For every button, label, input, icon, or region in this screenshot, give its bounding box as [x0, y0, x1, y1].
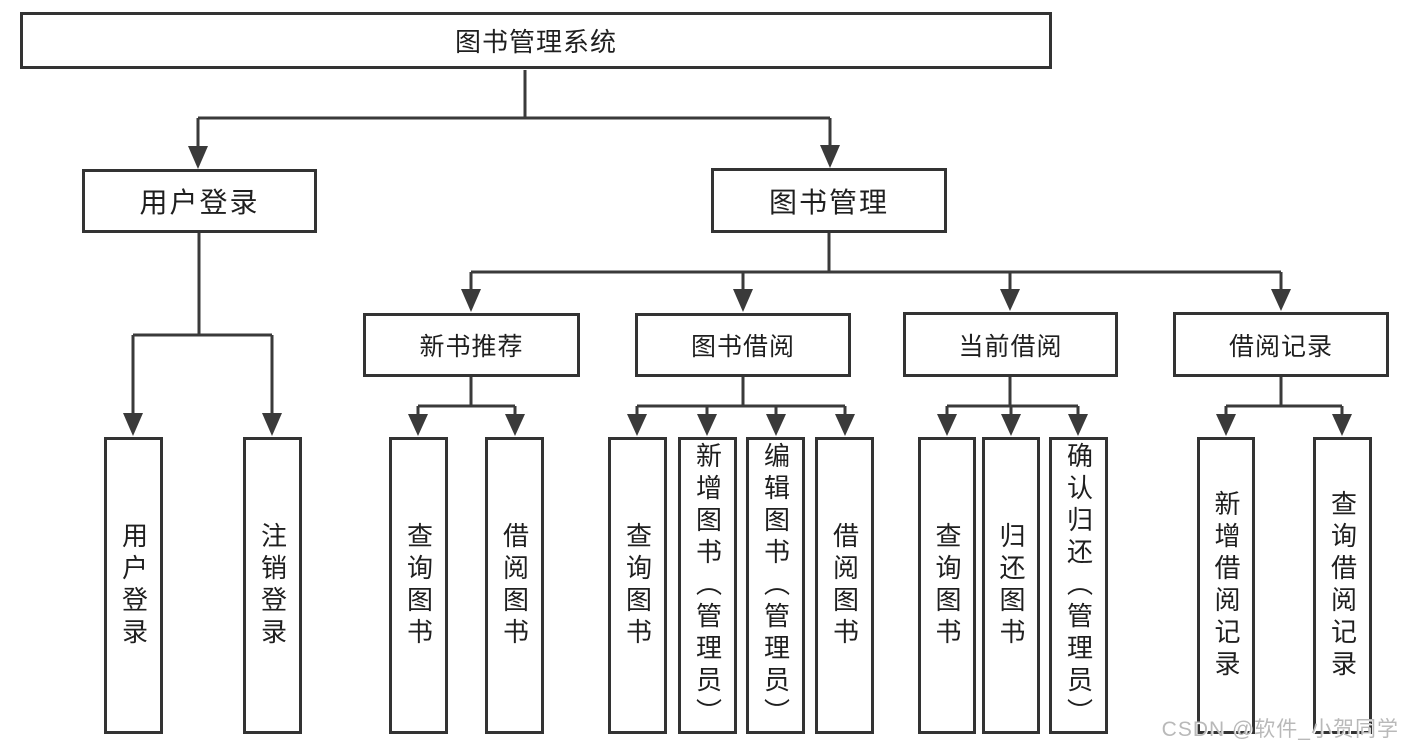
arrowhead — [1068, 414, 1088, 436]
leaf-label: 新增借阅记录 — [1211, 489, 1241, 682]
node-root: 图书管理系统 — [20, 12, 1052, 69]
leaf-borrow-books-2: 借阅图书 — [815, 437, 874, 734]
arrowhead — [1271, 289, 1291, 311]
arrowhead — [1332, 414, 1352, 436]
arrowhead — [1000, 289, 1020, 311]
leaf-label: 注销登录 — [257, 521, 288, 650]
arrowhead — [188, 146, 208, 169]
node-label: 新书推荐 — [419, 333, 524, 361]
node-borrow-records: 借阅记录 — [1173, 312, 1389, 377]
arrowhead — [820, 145, 840, 168]
leaf-label: 查询图书 — [622, 521, 653, 650]
leaf-query-books-2: 查询图书 — [608, 437, 667, 734]
leaf-label: 借阅图书 — [829, 521, 860, 650]
arrowhead — [505, 414, 525, 436]
leaf-query-borrow-record: 查询借阅记录 — [1313, 437, 1372, 734]
leaf-label: 编辑图书（管理员） — [760, 441, 791, 730]
leaf-borrow-books-1: 借阅图书 — [485, 437, 544, 734]
arrowhead — [123, 413, 143, 436]
connector-new-book — [416, 377, 517, 414]
leaf-label: 借阅图书 — [499, 521, 530, 650]
node-label: 图书管理 — [768, 186, 889, 218]
arrowhead — [1216, 414, 1236, 436]
leaf-user-login: 用户登录 — [104, 437, 163, 734]
node-user-login: 用户登录 — [82, 169, 317, 233]
arrowhead — [408, 414, 428, 436]
arrowhead — [766, 414, 786, 436]
leaf-label: 查询图书 — [932, 521, 962, 650]
node-root-label: 图书管理系统 — [454, 27, 617, 57]
node-current-borrow: 当前借阅 — [903, 312, 1118, 377]
leaf-add-borrow-record: 新增借阅记录 — [1197, 437, 1255, 734]
arrowhead — [937, 414, 957, 436]
arrowhead — [262, 413, 282, 436]
leaf-logout: 注销登录 — [243, 437, 302, 734]
leaf-label: 确认归还（管理员） — [1063, 441, 1094, 730]
connector-book-borrow — [635, 377, 847, 414]
node-label: 当前借阅 — [958, 332, 1063, 361]
leaf-label: 查询图书 — [403, 521, 434, 650]
connector-root — [196, 70, 832, 146]
csdn-watermark: CSDN @软件_小贺同学 — [1161, 718, 1399, 741]
arrowhead — [1001, 414, 1021, 436]
node-new-book-recommend: 新书推荐 — [363, 313, 580, 377]
connector-user-login — [131, 233, 274, 413]
leaf-confirm-return-admin: 确认归还（管理员） — [1049, 437, 1108, 734]
leaf-return-books: 归还图书 — [982, 437, 1040, 734]
leaf-query-books-3: 查询图书 — [918, 437, 976, 734]
connector-current-borrow — [945, 377, 1080, 414]
node-book-management: 图书管理 — [711, 168, 947, 233]
node-label: 借阅记录 — [1228, 332, 1333, 361]
connector-book-management — [469, 233, 1283, 289]
arrowhead — [733, 289, 753, 312]
arrowhead — [461, 289, 481, 312]
node-book-borrow: 图书借阅 — [635, 313, 851, 377]
leaf-query-books-1: 查询图书 — [389, 437, 448, 734]
node-label: 用户登录 — [139, 187, 260, 218]
leaf-label: 查询借阅记录 — [1327, 489, 1358, 682]
arrowhead — [835, 414, 855, 436]
leaf-label: 用户登录 — [118, 521, 149, 650]
arrowhead — [627, 414, 647, 436]
leaf-edit-books-admin: 编辑图书（管理员） — [746, 437, 805, 734]
connector-borrow-records — [1224, 377, 1344, 414]
arrowhead — [697, 414, 717, 436]
node-label: 图书借阅 — [690, 333, 795, 361]
leaf-add-books-admin: 新增图书（管理员） — [678, 437, 737, 734]
leaf-label: 新增图书（管理员） — [692, 441, 723, 730]
leaf-label: 归还图书 — [996, 521, 1026, 650]
